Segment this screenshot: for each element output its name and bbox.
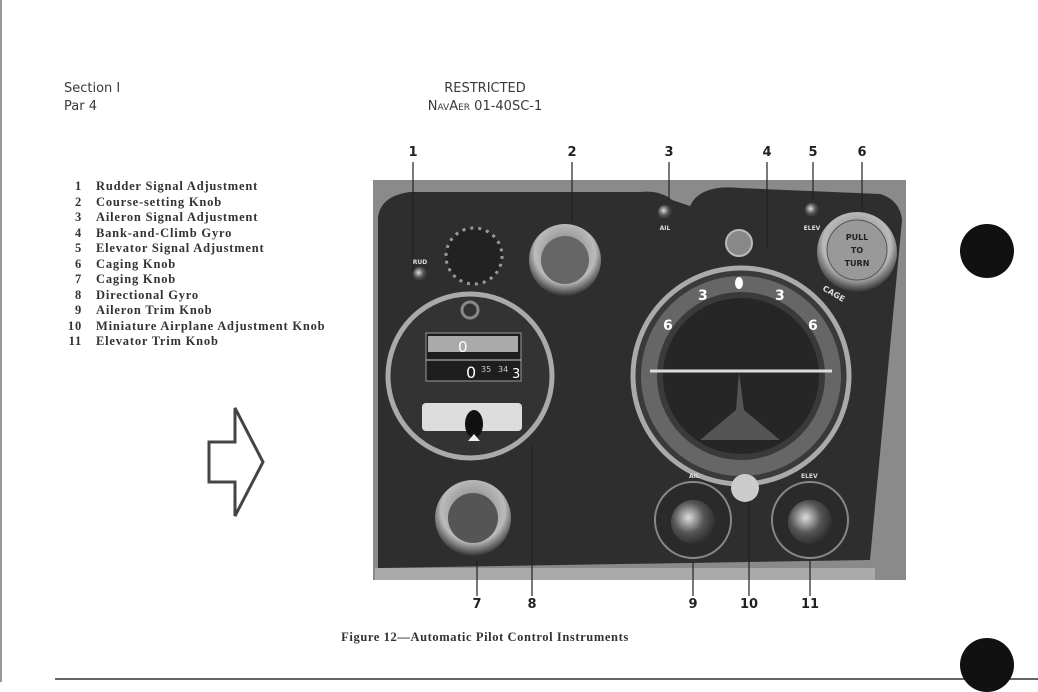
callout-11: 11 <box>800 597 820 612</box>
dg-heading-35: 35 <box>481 365 491 374</box>
legend-label: Aileron Trim Knob <box>96 303 213 317</box>
legend-number: 1 <box>74 179 82 193</box>
legend-number: 9 <box>74 303 82 317</box>
callout-3: 3 <box>664 145 674 160</box>
pull-label: PULL <box>846 233 869 242</box>
legend-item: 7 Caging Knob <box>62 272 325 288</box>
legend-label: Elevator Signal Adjustment <box>96 241 265 255</box>
legend-label: Aileron Signal Adjustment <box>96 210 259 224</box>
dg-heading-34: 34 <box>498 365 508 374</box>
turn-label: TURN <box>845 259 870 268</box>
legend-label: Bank-and-Climb Gyro <box>96 225 233 240</box>
legend-label: Elevator Trim Knob <box>96 334 219 348</box>
legend-item: 2 Course-setting Knob <box>62 195 325 211</box>
legend-item: 1 Rudder Signal Adjustment <box>62 179 325 195</box>
legend-item: 8 Directional Gyro <box>62 288 325 304</box>
callout-7: 7 <box>472 597 482 612</box>
legend-item: 5 Elevator Signal Adjustment <box>62 241 325 257</box>
horizon-6-right: 6 <box>808 318 818 334</box>
legend-label: Directional Gyro <box>96 287 199 302</box>
legend-item: 9 Aileron Trim Knob <box>62 303 325 319</box>
binder-hole <box>960 224 1014 278</box>
ail-label: AIL <box>660 225 671 232</box>
legend-number: 7 <box>74 272 82 286</box>
horizon-3-right: 3 <box>775 288 785 304</box>
callout-8: 8 <box>527 597 537 612</box>
trim-ail-label: AIL <box>689 473 700 480</box>
classification-label: RESTRICTED <box>444 81 526 96</box>
legend-number: 10 <box>67 318 82 333</box>
callout-1: 1 <box>408 145 418 160</box>
legend-label: Course-setting Knob <box>96 194 222 209</box>
legend-label: Rudder Signal Adjustment <box>96 179 259 193</box>
callout-9: 9 <box>688 597 698 612</box>
paragraph-label: Par 4 <box>64 99 97 114</box>
legend-item: 4 Bank-and-Climb Gyro <box>62 226 325 242</box>
legend-label: Miniature Airplane Adjustment Knob <box>96 318 326 333</box>
document-header: RESTRICTED NavAer 01-40SC-1 <box>380 80 590 116</box>
elev-label: ELEV <box>804 225 821 232</box>
page-left-edge <box>0 0 2 682</box>
rud-label: RUD <box>413 259 427 266</box>
arrow-right-icon <box>207 407 265 517</box>
legend-item: 6 Caging Knob <box>62 257 325 273</box>
figure-legend: 1 Rudder Signal Adjustment 2 Course-setting… <box>62 179 325 350</box>
trim-elev-label: ELEV <box>801 473 818 480</box>
legend-number: 5 <box>74 241 82 255</box>
legend-item: 10 Miniature Airplane Adjustment Knob <box>62 319 325 335</box>
legend-number: 8 <box>74 287 82 302</box>
legend-number: 2 <box>74 194 82 209</box>
legend-number: 6 <box>74 256 82 271</box>
callout-2: 2 <box>567 145 577 160</box>
legend-item: 11 Elevator Trim Knob <box>62 334 325 350</box>
figure-caption: Figure 12—Automatic Pilot Control Instru… <box>341 630 629 644</box>
document-number: NavAer 01-40SC-1 <box>427 99 543 114</box>
legend-label: Caging Knob <box>96 272 177 286</box>
legend-number: 11 <box>68 334 82 348</box>
dg-top-digit: 0 <box>458 338 468 356</box>
callout-5: 5 <box>808 145 818 160</box>
to-label: TO <box>851 246 863 255</box>
dg-heading-0: 0 <box>466 363 476 382</box>
legend-label: Caging Knob <box>96 256 177 271</box>
callout-10: 10 <box>739 597 759 612</box>
horizon-6-left: 6 <box>663 318 673 334</box>
legend-item: 3 Aileron Signal Adjustment <box>62 210 325 226</box>
legend-number: 4 <box>74 225 82 240</box>
callout-4: 4 <box>762 145 772 160</box>
legend-number: 3 <box>74 210 82 224</box>
section-header: Section I Par 4 <box>64 80 120 116</box>
section-label: Section I <box>64 81 121 96</box>
callout-6: 6 <box>857 145 867 160</box>
page-bottom-edge <box>55 678 1038 680</box>
dg-heading-3: 3 <box>512 367 520 382</box>
horizon-3-left: 3 <box>698 288 708 304</box>
binder-hole <box>960 638 1014 692</box>
